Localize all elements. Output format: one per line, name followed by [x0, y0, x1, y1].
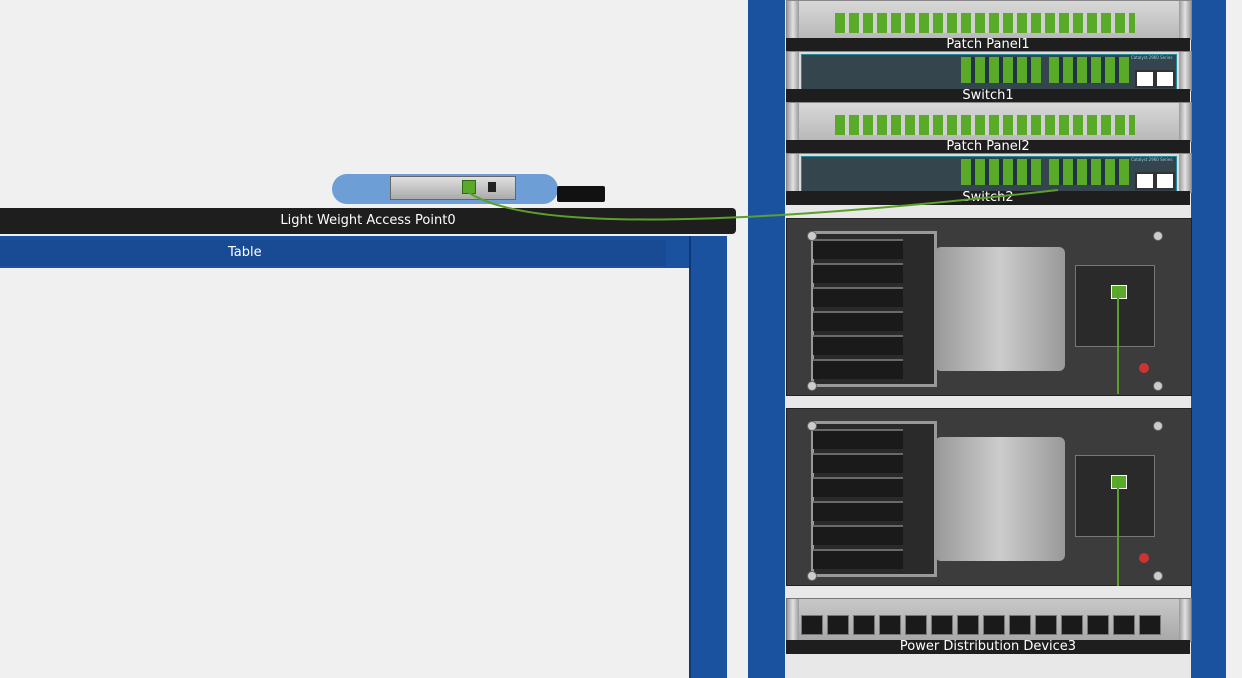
server-1-psu: [935, 247, 1065, 371]
switch-1[interactable]: Catalyst 2960 Series: [786, 51, 1192, 91]
switch-2-ports-b[interactable]: [1049, 159, 1129, 185]
pdu-outlet[interactable]: [1087, 615, 1109, 635]
switch-1-ports-b[interactable]: [1049, 57, 1129, 83]
server-1-power-button[interactable]: [1139, 363, 1149, 373]
table-label: Table: [228, 245, 262, 260]
patch-panel-2-label: Patch Panel2: [786, 140, 1190, 154]
cable-ap-to-switch2: [467, 189, 1059, 221]
table-top-inner: [0, 240, 666, 266]
switch-2-uplink-2[interactable]: [1155, 172, 1175, 190]
pdu-outlet[interactable]: [1009, 615, 1031, 635]
switch-1-label: Switch1: [786, 89, 1190, 103]
table-leg: [689, 236, 727, 678]
server-1-module: [1075, 265, 1155, 347]
patch-panel-2-ports: [835, 115, 1135, 135]
pdu-outlet[interactable]: [957, 615, 979, 635]
pdu-outlet[interactable]: [983, 615, 1005, 635]
pdu-outlet[interactable]: [1035, 615, 1057, 635]
patch-panel-1[interactable]: [786, 0, 1192, 40]
switch-1-ports-a[interactable]: [961, 57, 1041, 83]
patch-panel-1-label: Patch Panel1: [786, 38, 1190, 52]
pdu-outlet[interactable]: [931, 615, 953, 635]
switch-2-ports-a[interactable]: [961, 159, 1041, 185]
pdu-outlet[interactable]: [801, 615, 823, 635]
switch-2[interactable]: Catalyst 2960 Series: [786, 153, 1192, 193]
power-adapter[interactable]: [557, 186, 605, 202]
server-1[interactable]: [786, 218, 1192, 396]
pdu-outlet[interactable]: [905, 615, 927, 635]
access-point[interactable]: [332, 174, 558, 204]
pdu-label: Power Distribution Device3: [786, 640, 1190, 654]
switch-1-brand: Catalyst 2960 Series: [1131, 55, 1173, 60]
server-2-psu: [935, 437, 1065, 561]
switch-2-brand: Catalyst 2960 Series: [1131, 157, 1173, 162]
server-2-power-button[interactable]: [1139, 553, 1149, 563]
pdu-outlet[interactable]: [1113, 615, 1135, 635]
switch-1-uplink-1[interactable]: [1135, 70, 1155, 88]
access-point-power-port[interactable]: [488, 182, 496, 192]
server-2-module: [1075, 455, 1155, 537]
patch-panel-1-ports: [835, 13, 1135, 33]
pdu-outlet[interactable]: [879, 615, 901, 635]
pdu-outlet[interactable]: [1139, 615, 1161, 635]
pdu-outlet[interactable]: [853, 615, 875, 635]
pdu-outlet[interactable]: [827, 615, 849, 635]
switch-1-uplink-2[interactable]: [1155, 70, 1175, 88]
switch-2-uplink-1[interactable]: [1135, 172, 1155, 190]
server-2[interactable]: [786, 408, 1192, 586]
table[interactable]: Table: [0, 236, 727, 678]
access-point-label: Light Weight Access Point0: [0, 208, 736, 234]
pdu-outlet[interactable]: [1061, 615, 1083, 635]
